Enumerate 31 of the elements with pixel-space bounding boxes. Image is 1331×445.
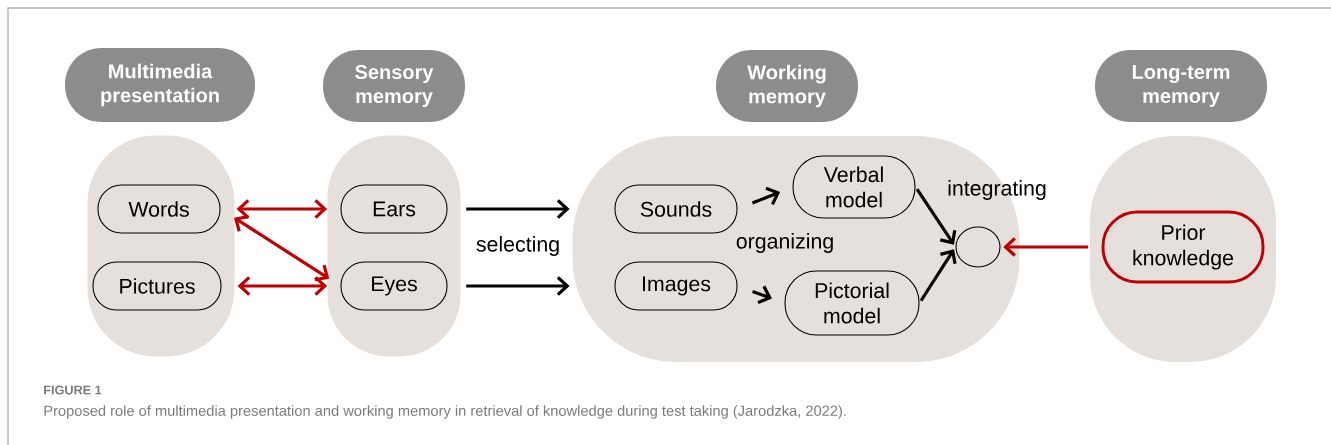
- memory-region: [327, 135, 461, 357]
- arrow: [915, 188, 957, 245]
- figure-number: FIGURE 1: [44, 385, 102, 395]
- heading-pill: Working memory: [716, 50, 858, 122]
- model-pill: Ears: [340, 184, 448, 234]
- memory-region: [1090, 136, 1276, 362]
- arrow: [466, 276, 570, 296]
- process-label: organizing: [736, 233, 833, 253]
- knowledge-pill: Prior knowledge: [1101, 210, 1265, 284]
- process-label: selecting: [476, 236, 559, 256]
- arrow: [466, 199, 570, 219]
- memory-region: [87, 135, 235, 357]
- heading-pill: Sensory memory: [323, 50, 465, 122]
- model-pill: Eyes: [340, 261, 448, 311]
- arrow: [234, 215, 330, 282]
- junction-circle: [955, 226, 1001, 268]
- model-pill: Verbal model: [792, 155, 916, 219]
- process-label: integrating: [948, 180, 1046, 200]
- model-pill: Pictorial model: [784, 270, 920, 336]
- model-pill: Pictures: [92, 261, 222, 311]
- arrow: [751, 186, 781, 206]
- model-pill: Words: [97, 184, 221, 234]
- model-pill: Images: [614, 261, 738, 311]
- arrow: [1003, 237, 1089, 257]
- model-pill: Sounds: [614, 184, 738, 234]
- heading-pill: Long-term memory: [1095, 50, 1267, 122]
- heading-pill: Multimedia presentation: [65, 48, 255, 122]
- arrow: [237, 276, 328, 296]
- arrow: [919, 249, 957, 302]
- arrow: [236, 199, 328, 219]
- caption: Proposed role of multimedia presentation and working memory in retrieval of knowledge during test taking (Jarodzka, 2022).: [44, 405, 846, 419]
